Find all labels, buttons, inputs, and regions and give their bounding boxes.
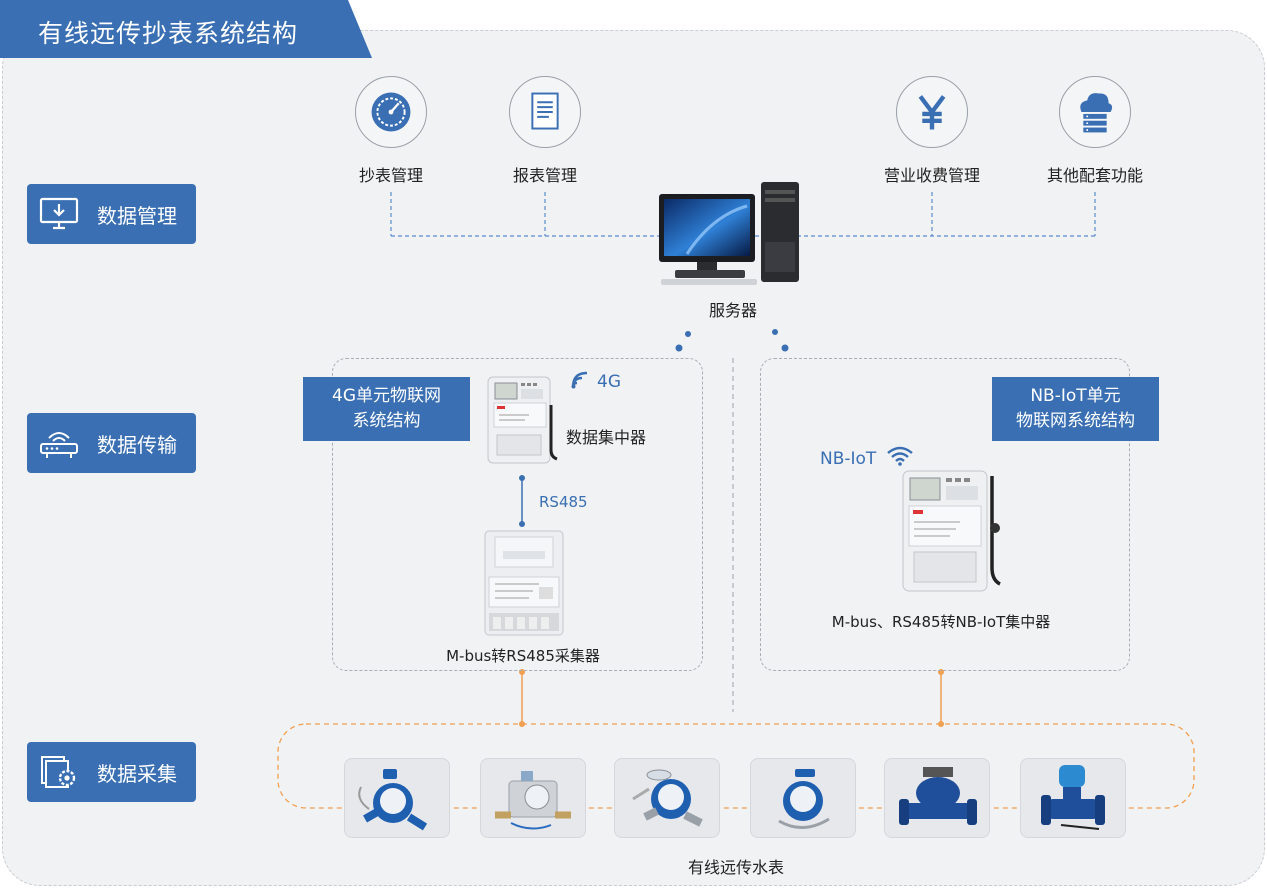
water-meters-label: 有线远传水表 bbox=[687, 858, 784, 877]
other-function[interactable] bbox=[1059, 76, 1131, 148]
server-computer-icon bbox=[659, 182, 799, 285]
nbiot-concentrator-device[interactable] bbox=[900, 468, 1010, 596]
rs485-label: RS485 bbox=[539, 493, 588, 511]
left-panel-title: 4G单元物联网 系统结构 bbox=[303, 377, 470, 441]
function-label-report: 报表管理 bbox=[512, 166, 577, 185]
water-meter-icon bbox=[778, 769, 830, 829]
water-meter-icon bbox=[358, 769, 428, 831]
water-meter-2[interactable] bbox=[480, 758, 586, 838]
router-icon bbox=[40, 432, 78, 458]
sidebar-item-data-management[interactable]: 数据管理 bbox=[27, 184, 196, 244]
monitor-download-icon bbox=[39, 197, 79, 230]
settings-gear-icon bbox=[41, 756, 76, 788]
function-label-meter-reading: 抄表管理 bbox=[358, 166, 423, 185]
sidebar-item-data-collection[interactable]: 数据采集 bbox=[27, 742, 196, 802]
right-panel-nbiot bbox=[760, 358, 1130, 671]
left-panel-title-line2: 系统结构 bbox=[352, 411, 421, 431]
water-meter-6[interactable] bbox=[1020, 758, 1126, 838]
collector-label: M-bus转RS485采集器 bbox=[446, 647, 600, 665]
water-meter-1[interactable] bbox=[344, 758, 450, 838]
water-meter-icon bbox=[632, 769, 703, 827]
yen-icon bbox=[918, 95, 946, 130]
concentrator-label: 数据集中器 bbox=[566, 428, 647, 447]
mbus-collector-device[interactable] bbox=[483, 529, 565, 637]
water-meter-5[interactable] bbox=[884, 758, 990, 838]
water-meter-4[interactable] bbox=[750, 758, 856, 838]
water-meter-icon bbox=[899, 767, 977, 825]
diagram-frame bbox=[2, 30, 1265, 886]
billing-function[interactable] bbox=[896, 76, 968, 148]
sidebar-item-data-transmission[interactable]: 数据传输 bbox=[27, 413, 196, 473]
nbiot-label: NB-IoT bbox=[820, 449, 877, 469]
title-tab bbox=[0, 0, 372, 58]
nbiot-concentrator-label: M-bus、RS485转NB-IoT集中器 bbox=[831, 613, 1051, 631]
meter-reading-function[interactable] bbox=[355, 76, 427, 148]
right-panel-title-line2: 物联网系统结构 bbox=[1016, 411, 1135, 431]
cloud-server-icon bbox=[1080, 93, 1113, 133]
4g-label: 4G bbox=[597, 372, 621, 392]
report-function[interactable] bbox=[509, 76, 581, 148]
wifi-signal-icon bbox=[887, 446, 913, 466]
gauge-icon bbox=[371, 92, 411, 132]
sidebar-label: 数据采集 bbox=[97, 762, 177, 786]
server-label: 服务器 bbox=[708, 301, 757, 320]
right-panel-title-line1: NB-IoT单元 bbox=[1030, 386, 1121, 406]
left-panel-4g bbox=[332, 358, 703, 671]
right-panel-title: NB-IoT单元 物联网系统结构 bbox=[992, 377, 1159, 441]
function-label-billing: 营业收费管理 bbox=[883, 166, 980, 185]
sidebar-label: 数据传输 bbox=[97, 433, 177, 457]
sidebar-label: 数据管理 bbox=[97, 204, 177, 228]
left-panel-title-line1: 4G单元物联网 bbox=[332, 386, 441, 406]
document-icon bbox=[531, 92, 559, 130]
water-meter-icon bbox=[495, 771, 571, 830]
water-meter-3[interactable] bbox=[614, 758, 720, 838]
wifi-signal-icon bbox=[571, 371, 588, 389]
page-title: 有线远传抄表系统结构 bbox=[38, 19, 299, 48]
function-label-other: 其他配套功能 bbox=[1046, 166, 1143, 185]
water-meter-icon bbox=[1041, 765, 1105, 830]
4g-concentrator-device[interactable] bbox=[485, 375, 563, 468]
